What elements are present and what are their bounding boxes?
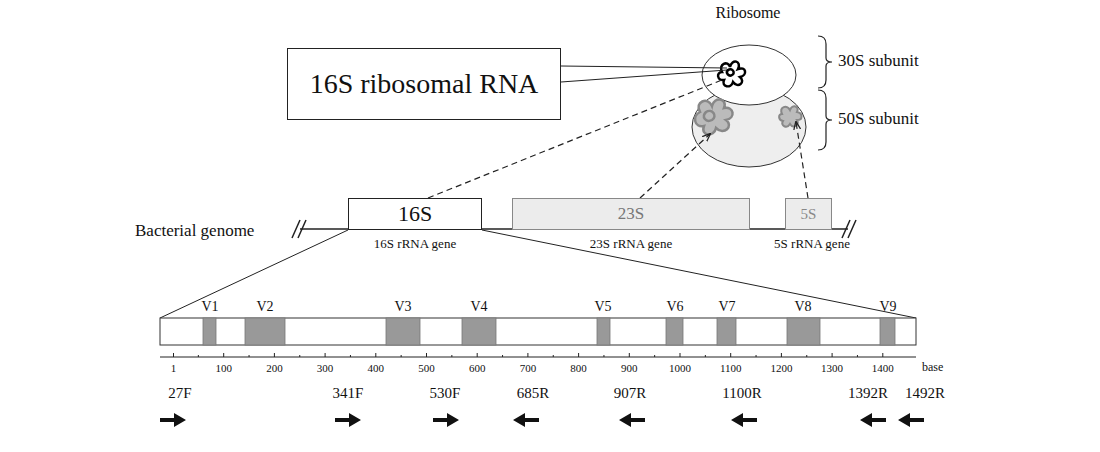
region-label: V7: [718, 299, 735, 314]
ruler-ticks: [174, 353, 883, 357]
axis-tick-label: 400: [368, 362, 385, 374]
region-label: V5: [594, 299, 611, 314]
region-label: V6: [666, 299, 683, 314]
region-label: V1: [201, 299, 218, 314]
23s-rrna-squiggle: [695, 99, 733, 134]
leader-line: [561, 70, 727, 82]
axis-tick-label: 1300: [821, 362, 843, 374]
gene-box: 16S: [348, 198, 482, 230]
gene-label: 5S rRNA gene: [774, 237, 850, 251]
dashed-arrow: [640, 134, 710, 198]
axis-tick-label: 1100: [720, 362, 742, 374]
region-label: V8: [794, 299, 811, 314]
primer-label: 341F: [333, 385, 364, 402]
subunit-label: 30S subunit: [838, 52, 919, 71]
zoom-line: [482, 230, 916, 318]
gene-label: 16S rRNA gene: [374, 237, 456, 251]
brace: [818, 36, 832, 88]
region-label: V4: [470, 299, 487, 314]
leader-line: [561, 66, 727, 68]
axis-tick-label: 900: [621, 362, 638, 374]
axis-tick-label: 200: [266, 362, 283, 374]
subunit-label: 50S subunit: [838, 110, 919, 129]
region-label: V9: [879, 299, 896, 314]
axis-tick-label: 1: [171, 362, 177, 374]
axis-tick-label: 1000: [669, 362, 691, 374]
title-label: Ribosome: [716, 4, 781, 22]
callout-box: 16S ribosomal RNA: [287, 48, 561, 120]
node-text: 16S: [398, 201, 432, 227]
primer-label: 1492R: [905, 385, 945, 402]
axis-tick-label: 300: [317, 362, 334, 374]
region-label: V2: [256, 299, 273, 314]
16s-rrna-squiggle: [718, 61, 745, 86]
axis-tick-label: 600: [469, 362, 486, 374]
axis-tick-label: 500: [418, 362, 435, 374]
axis-tick-label: 700: [520, 362, 537, 374]
primer-label: 530F: [430, 385, 461, 402]
genome-label: Bacterial genome: [135, 222, 254, 241]
region-label: V3: [394, 299, 411, 314]
dashed-arrow: [796, 122, 808, 198]
brace: [818, 90, 832, 150]
5s-rrna-squiggle: [779, 106, 801, 126]
zoom-line: [160, 230, 348, 318]
gene-box: 23S: [512, 198, 750, 230]
gene-label: 23S rRNA gene: [590, 237, 672, 251]
axis-tick-label: 100: [215, 362, 232, 374]
ruler: [160, 357, 916, 358]
axis-unit: base: [922, 361, 943, 374]
node-text: 16S ribosomal RNA: [310, 68, 539, 100]
primer-label: 27F: [168, 385, 191, 402]
30s-subunit: [702, 45, 796, 105]
primer-label: 685R: [517, 385, 550, 402]
primer-label: 1392R: [848, 385, 888, 402]
primer-arrows: [160, 413, 924, 427]
node-text: 23S: [618, 204, 644, 224]
axis-tick-label: 1200: [770, 362, 792, 374]
axis-tick-label: 1400: [872, 362, 894, 374]
gene-box: 5S: [785, 198, 832, 230]
16s-gene-bar: [160, 318, 916, 345]
variable-regions: [203, 318, 895, 345]
primer-label: 907R: [614, 385, 647, 402]
node-text: 5S: [801, 206, 817, 223]
primer-label: 1100R: [722, 385, 761, 402]
axis-tick-label: 800: [570, 362, 587, 374]
